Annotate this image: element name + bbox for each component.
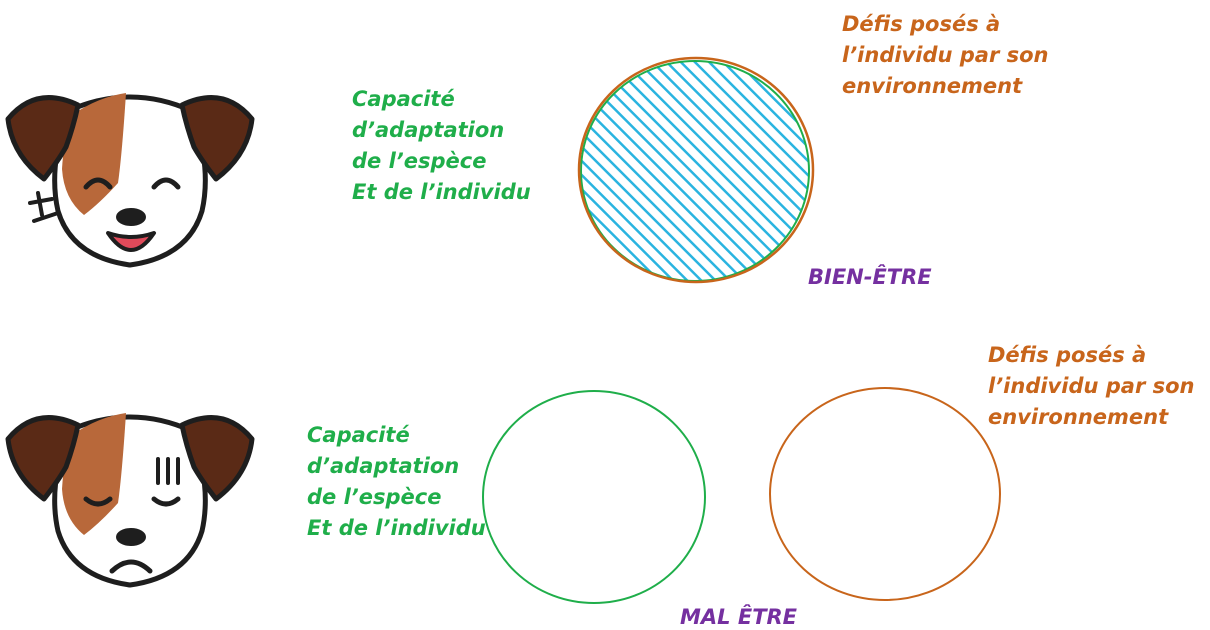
- adaptation-line: Et de l’individu: [307, 516, 486, 540]
- adaptation-line: Capacité: [307, 423, 410, 447]
- state-label-wellbeing: BIEN-ÊTRE: [808, 265, 932, 289]
- happy-dog-icon: [5, 93, 255, 268]
- challenge-circle: [769, 387, 1001, 601]
- challenge-line: environnement: [988, 405, 1169, 429]
- adaptation-line: de l’espèce: [352, 149, 487, 173]
- challenge-label-illbeing: Défis posés à l’individu par son environ…: [988, 340, 1194, 433]
- challenge-line: l’individu par son: [988, 374, 1195, 398]
- adaptation-line: d’adaptation: [307, 454, 460, 478]
- overlapping-circles: [577, 56, 815, 284]
- challenge-line: environnement: [842, 74, 1023, 98]
- adaptation-label-wellbeing: Capacité d’adaptation de l’espèce Et de …: [352, 84, 531, 208]
- adaptation-label-illbeing: Capacité d’adaptation de l’espèce Et de …: [307, 420, 486, 544]
- adaptation-circle-overlap: [580, 60, 810, 282]
- adaptation-line: Et de l’individu: [352, 180, 531, 204]
- challenge-line: Défis posés à: [842, 12, 1001, 36]
- sad-dog-icon: [5, 413, 255, 588]
- state-label-illbeing: MAL ÊTRE: [680, 605, 798, 629]
- adaptation-line: Capacité: [352, 87, 455, 111]
- challenge-line: l’individu par son: [842, 43, 1049, 67]
- adaptation-line: d’adaptation: [352, 118, 505, 142]
- challenge-label-wellbeing: Défis posés à l’individu par son environ…: [842, 9, 1048, 102]
- adaptation-line: de l’espèce: [307, 485, 442, 509]
- adaptation-circle: [482, 390, 706, 604]
- challenge-circle-overlap: [577, 56, 815, 284]
- challenge-line: Défis posés à: [988, 343, 1147, 367]
